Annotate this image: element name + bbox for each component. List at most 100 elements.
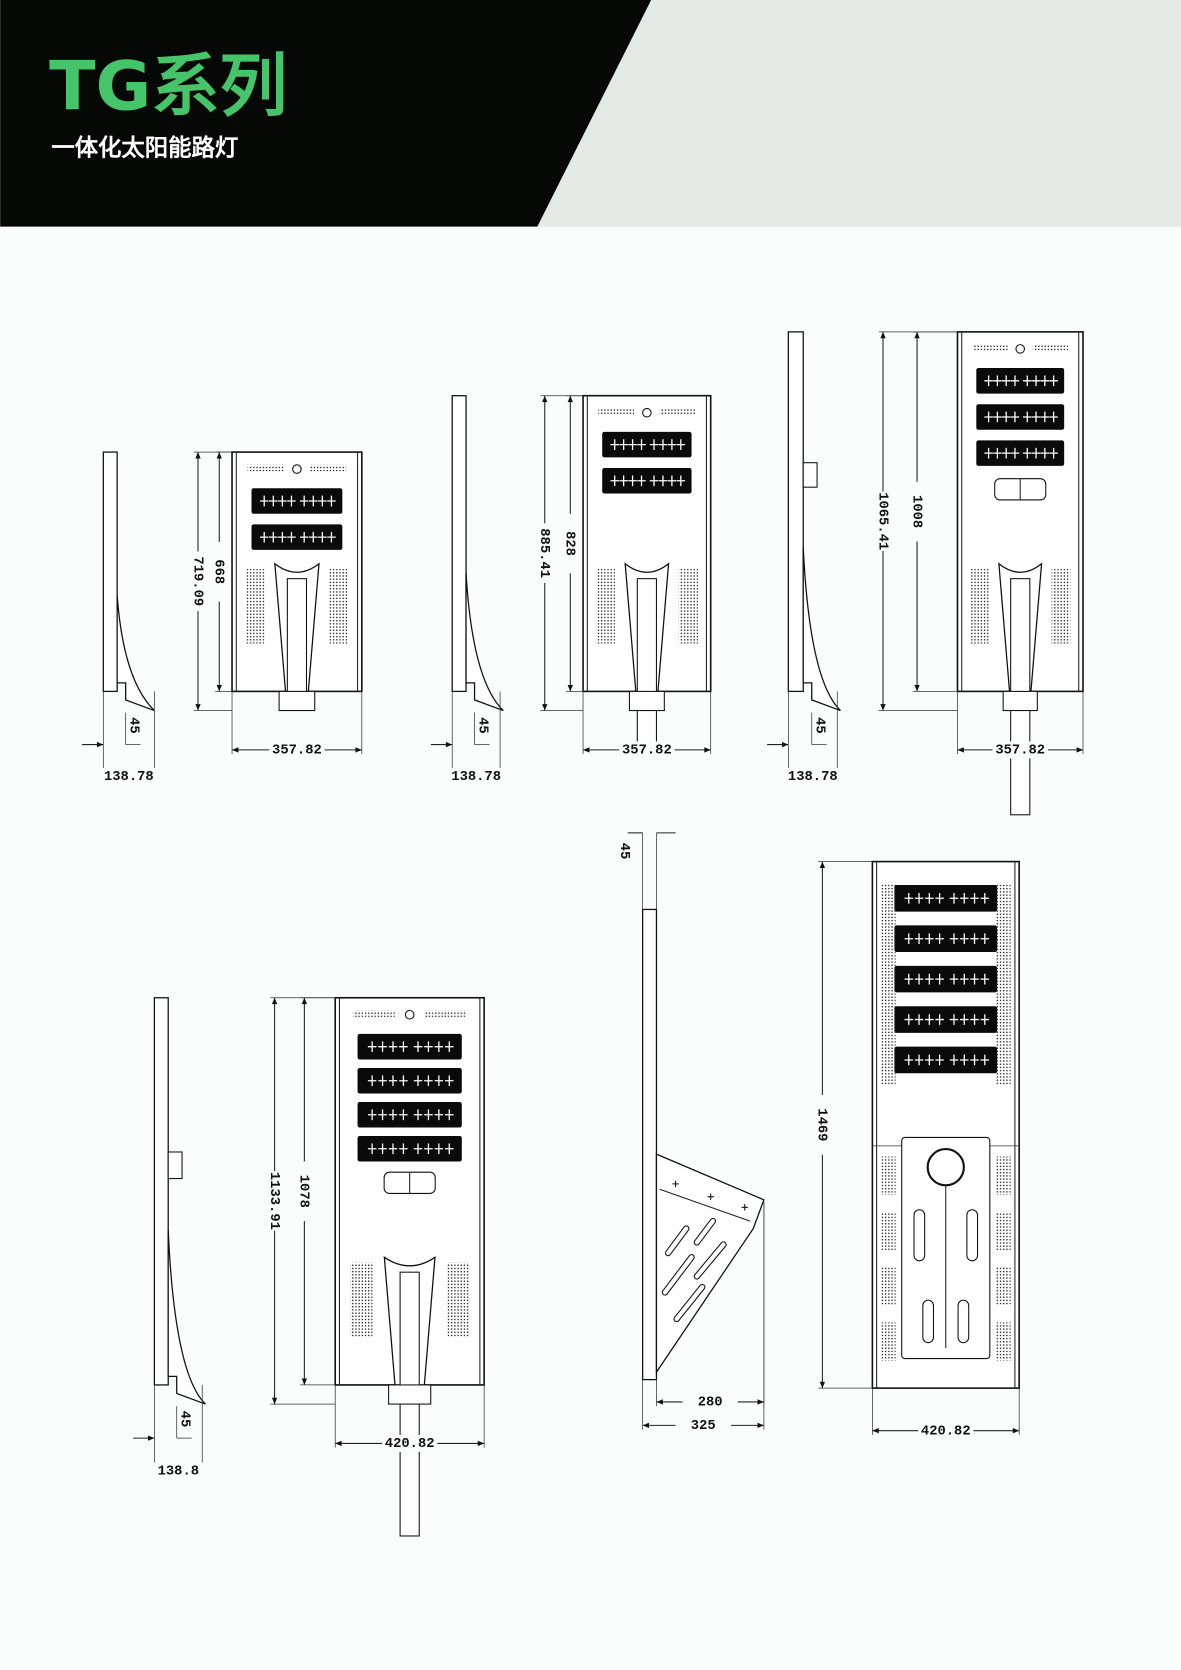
led-module — [894, 925, 998, 953]
bolt-icon — [741, 1204, 748, 1211]
led-chip — [367, 1075, 377, 1087]
led-chip — [935, 973, 944, 985]
vent-grille-right — [995, 882, 1011, 1085]
led-chip — [1010, 411, 1020, 423]
dimension-arrow — [583, 747, 590, 753]
bracket-clamp — [628, 690, 665, 712]
offset-dimension-label: 45 — [474, 717, 490, 734]
pole-adapter — [636, 578, 657, 752]
led-chip — [904, 892, 914, 904]
led-chip — [378, 1109, 387, 1121]
led-chip — [984, 411, 993, 423]
led-chip — [676, 439, 686, 450]
lamp-profile — [102, 451, 118, 693]
led-module — [894, 1006, 998, 1033]
side-view — [641, 908, 765, 1381]
led-chip — [1049, 411, 1058, 423]
dimension-arrow — [216, 685, 222, 692]
led-chip — [1040, 447, 1050, 459]
dimension-arrow — [642, 1422, 650, 1429]
dimension-arrow — [914, 331, 920, 339]
led-chip — [434, 1041, 444, 1052]
dimension-arrow — [872, 1428, 879, 1434]
front-view — [334, 996, 485, 1537]
led-module — [357, 1033, 462, 1060]
led-chip — [1049, 447, 1058, 459]
led-chip — [434, 1143, 444, 1155]
led-chip — [925, 1014, 934, 1025]
mounting-slot — [957, 1299, 970, 1344]
sensor-grille-right — [1032, 344, 1068, 352]
led-chip — [949, 933, 959, 945]
led-chip — [259, 531, 269, 543]
led-module — [357, 1067, 462, 1094]
led-chip — [1010, 447, 1020, 459]
led-chip — [925, 933, 934, 945]
dimension-arrow — [335, 1440, 342, 1447]
led-module — [602, 431, 692, 458]
led-module — [894, 1046, 998, 1074]
led-chip — [667, 439, 677, 450]
sensor-grille-left — [247, 464, 284, 472]
vent-grille-left — [880, 882, 896, 1085]
led-module — [357, 1101, 462, 1128]
led-chip — [1010, 375, 1020, 387]
side-view — [102, 451, 155, 712]
dimension-arrow — [477, 1440, 485, 1447]
dimension-label: 280 — [698, 1395, 723, 1411]
led-chip — [628, 475, 637, 487]
header-dark-panel — [0, 0, 652, 227]
led-chip — [993, 411, 1002, 423]
dimension-arrow — [1076, 747, 1083, 753]
dimension-arrow — [148, 1435, 155, 1441]
led-chip — [1031, 375, 1041, 387]
dimension-arrow — [656, 1399, 663, 1405]
side-bracket — [465, 573, 504, 712]
led-chip — [993, 375, 1002, 387]
dimension-label: 1078 — [296, 1175, 312, 1208]
vent-grille-right — [1051, 569, 1071, 644]
led-chip — [949, 1054, 959, 1066]
vent-grille-left — [595, 569, 615, 644]
led-chip — [1040, 375, 1050, 387]
led-chip — [1049, 375, 1058, 387]
led-chip — [925, 892, 934, 904]
bolt-icon — [672, 1180, 679, 1188]
bracket-slot-inner — [694, 1242, 726, 1279]
led-chip — [980, 892, 990, 904]
dimension-label: 1008 — [908, 495, 924, 528]
led-chip — [1001, 411, 1011, 423]
mounting-slot — [913, 1209, 926, 1262]
led-chip — [935, 892, 944, 904]
led-chip — [619, 475, 628, 487]
led-chip — [610, 475, 619, 487]
led-chip — [980, 1014, 990, 1025]
label-bg — [210, 541, 228, 602]
dimension-arrow — [757, 1399, 764, 1405]
led-chip — [1023, 447, 1032, 459]
light-sensor-icon — [292, 464, 302, 474]
led-chip — [424, 1075, 433, 1087]
led-chip — [637, 475, 646, 487]
bolt-icon — [707, 1193, 714, 1200]
vent-grille — [880, 1211, 896, 1251]
pole-hole-icon — [926, 1148, 965, 1187]
dimension-arrow — [704, 747, 711, 753]
bracket-slot-inner — [662, 1255, 694, 1295]
series-title: TG系列 — [49, 48, 287, 127]
dimension-arrow — [542, 395, 548, 403]
header-light-panel — [537, 0, 1181, 227]
front-view — [956, 331, 1084, 816]
led-module — [976, 368, 1065, 394]
led-chip — [914, 933, 924, 945]
led-chip — [424, 1109, 433, 1121]
led-chip — [1040, 411, 1050, 423]
led-chip — [434, 1109, 444, 1121]
led-chip — [667, 475, 677, 487]
led-chip — [649, 475, 659, 487]
led-module — [251, 524, 343, 550]
led-chip — [367, 1143, 377, 1155]
